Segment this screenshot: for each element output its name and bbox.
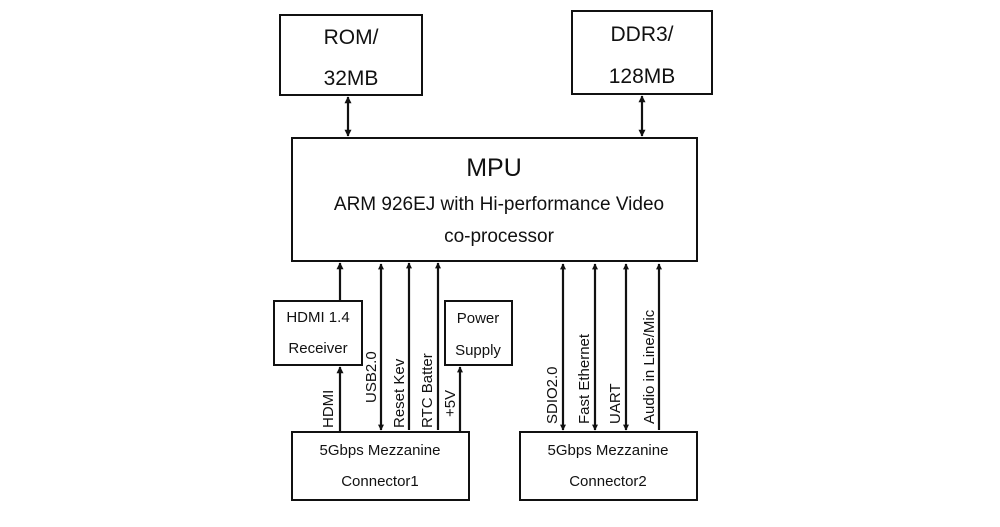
rtc-signal-label: RTC Batter — [419, 353, 436, 428]
usb-signal-label: USB2.0 — [363, 351, 380, 403]
connector1-line2: Connector1 — [341, 473, 419, 490]
power-supply-line1: Power — [457, 310, 500, 327]
rom-block: ROM/ 32MB — [279, 14, 423, 96]
connector2-block: 5Gbps Mezzanine Connector2 — [519, 431, 698, 501]
hdmi-receiver-line2: Receiver — [288, 340, 347, 357]
hdmi-receiver-block: HDMI 1.4 Receiver — [273, 300, 363, 366]
power-supply-line2: Supply — [455, 342, 501, 359]
reset-signal-label: Reset Kev — [391, 358, 408, 428]
sdio-signal-label: SDIO2.0 — [544, 366, 561, 424]
mpu-block: MPU ARM 926EJ with Hi-performance Video … — [291, 137, 698, 262]
connector2-line2: Connector2 — [569, 473, 647, 490]
ethernet-signal-label: Fast Ethernet — [576, 333, 593, 424]
uart-signal-label: UART — [607, 383, 624, 424]
ddr-label-line1: DDR3/ — [610, 23, 673, 46]
hdmi-signal-label: HDMI — [320, 390, 337, 428]
rom-label-line1: ROM/ — [324, 26, 379, 49]
ddr-label-line2: 128MB — [609, 65, 676, 88]
power-supply-block: Power Supply — [444, 300, 513, 366]
ddr-block: DDR3/ 128MB — [571, 10, 713, 95]
mpu-desc-line1: ARM 926EJ with Hi-performance Video — [334, 194, 664, 215]
connector1-block: 5Gbps Mezzanine Connector1 — [291, 431, 470, 501]
mpu-desc-line2: co-processor — [444, 226, 554, 247]
connector1-line1: 5Gbps Mezzanine — [320, 442, 441, 459]
rom-label-line2: 32MB — [324, 67, 379, 90]
hdmi-receiver-line1: HDMI 1.4 — [286, 309, 349, 326]
power5v-signal-label: +5V — [442, 390, 459, 417]
connector2-line1: 5Gbps Mezzanine — [548, 442, 669, 459]
audio-signal-label: Audio in Line/Mic — [641, 309, 658, 424]
mpu-title: MPU — [466, 154, 522, 182]
